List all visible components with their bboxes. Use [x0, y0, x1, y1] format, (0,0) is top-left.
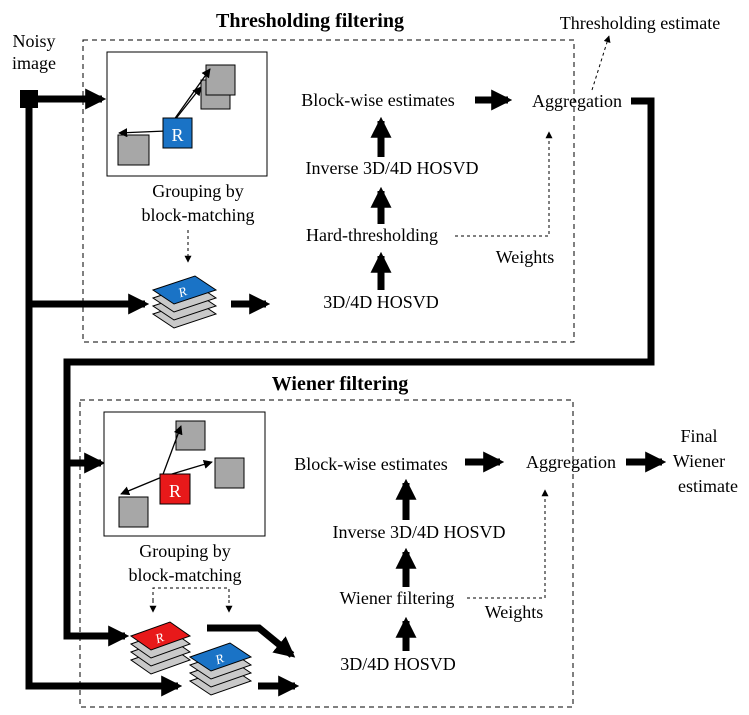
bottom-blockwise-label: Block-wise estimates	[294, 454, 447, 474]
bottom-matched-block-left	[118, 496, 149, 528]
top-match-arrow-left	[118, 128, 167, 138]
bottom-weights-dashed-arrow	[467, 489, 549, 599]
thresholding-stage-frame	[82, 39, 575, 343]
wiener-filtering-op-label: Wiener filtering	[340, 588, 455, 608]
bottom-match-arrow-left	[120, 476, 163, 496]
top-grouping-label-line2: block-matching	[142, 205, 255, 225]
wiener-stage-frame	[79, 399, 574, 708]
estimate-to-bottom-red-stack-arrow	[63, 463, 130, 647]
final-estimate-label-line1: Final	[680, 426, 717, 446]
bottom-matched-block-top	[175, 420, 206, 451]
thresholding-estimate-label: Thresholding estimate	[560, 13, 720, 33]
top-matched-block-front	[205, 64, 236, 96]
top-blockwise-label: Block-wise estimates	[301, 90, 454, 110]
final-estimate-label-line2: Wiener	[673, 451, 725, 471]
noisy-image-label-line2: image	[12, 53, 56, 73]
bottom-reference-block	[159, 473, 191, 505]
wiener-stage-title: Wiener filtering	[272, 373, 408, 395]
bottom-blue-3d-stack: R	[188, 642, 253, 696]
hard-thresholding-label: Hard-thresholding	[306, 225, 438, 245]
top-3d-group-stack: R	[151, 275, 218, 329]
bottom-match-arrow-up	[161, 425, 183, 478]
top-matched-block-left	[117, 134, 150, 166]
top-grouping-label-line1: Grouping by	[152, 181, 244, 201]
bottom-red-stack-to-hosvd-arrow	[207, 624, 296, 658]
bottom-matched-block-right	[214, 457, 245, 489]
top-inverse-hosvd-label: Inverse 3D/4D HOSVD	[306, 158, 479, 178]
thresholding-to-wiener-connector	[63, 97, 655, 474]
top-weights-label: Weights	[496, 247, 555, 267]
bottom-inverse-hosvd-label: Inverse 3D/4D HOSVD	[333, 522, 506, 542]
noisy-image-label-line1: Noisy	[12, 31, 55, 51]
bottom-reference-letter: R	[169, 481, 181, 501]
final-estimate-label-line3: estimate	[678, 476, 738, 496]
bottom-grouping-label-line2: block-matching	[129, 565, 242, 585]
top-reference-letter: R	[171, 125, 183, 145]
top-reference-block	[162, 117, 193, 149]
noisy-to-bottom-group-arrow	[25, 99, 183, 697]
bottom-grouping-bracket-dashed	[152, 587, 230, 601]
thresholding-output-dashed-arrow	[591, 35, 611, 91]
top-weights-dashed-arrow	[455, 131, 553, 237]
bottom-red-3d-stack: R	[129, 621, 192, 675]
bottom-grouping-label-line1: Grouping by	[139, 541, 231, 561]
top-aggregation-label: Aggregation	[532, 91, 622, 111]
bottom-aggregation-label: Aggregation	[526, 452, 616, 472]
bottom-hosvd-label: 3D/4D HOSVD	[340, 654, 456, 674]
top-hosvd-label: 3D/4D HOSVD	[323, 292, 439, 312]
bottom-weights-label: Weights	[485, 602, 544, 622]
thresholding-stage-title: Thresholding filtering	[216, 10, 404, 32]
